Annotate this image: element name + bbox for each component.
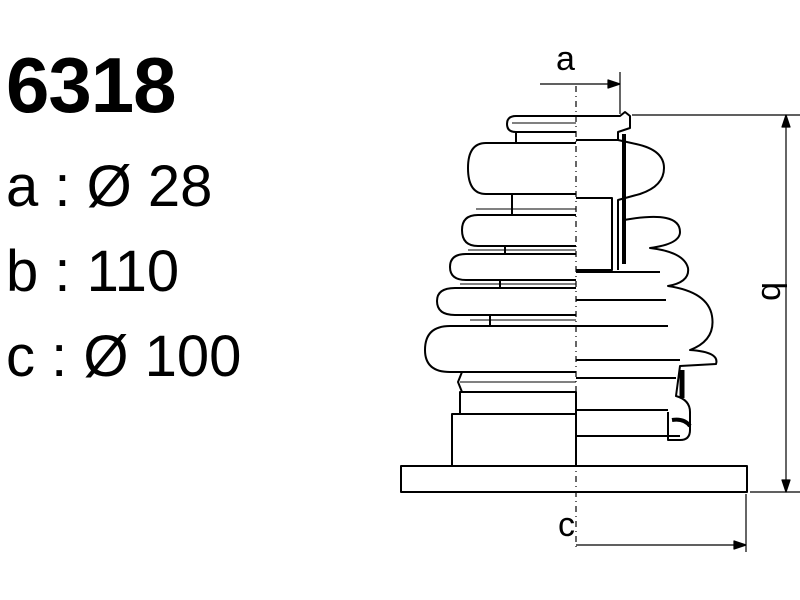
spec-value: 110 <box>86 239 180 304</box>
spec-row-c: c : Ø 100 <box>6 328 241 386</box>
boot-section-profile <box>576 111 718 441</box>
dimension-a <box>540 72 621 114</box>
dimension-b <box>632 114 800 493</box>
spec-row-b: b : 110 <box>6 243 179 301</box>
dimension-label-a: a <box>556 40 575 78</box>
part-number: 6318 <box>6 41 177 129</box>
spec-label: c <box>6 324 35 389</box>
diameter-symbol: Ø <box>86 154 132 219</box>
dimension-c <box>576 494 747 552</box>
spec-panel: 6318 a : Ø 28 b : 110 c : Ø 100 <box>0 0 360 420</box>
boot-outer-profile <box>400 115 748 493</box>
dimension-label-c: c <box>558 506 575 544</box>
spec-row-a: a : Ø 28 <box>6 158 212 216</box>
spec-label: a <box>6 154 39 219</box>
spec-label: b <box>6 239 39 304</box>
dimension-label-b: b <box>754 282 792 301</box>
spec-separator: : <box>54 154 71 219</box>
spec-separator: : <box>51 324 68 389</box>
spec-value: 100 <box>144 324 242 389</box>
diameter-symbol: Ø <box>83 324 129 389</box>
spec-separator: : <box>54 239 71 304</box>
spec-value: 28 <box>147 154 213 219</box>
